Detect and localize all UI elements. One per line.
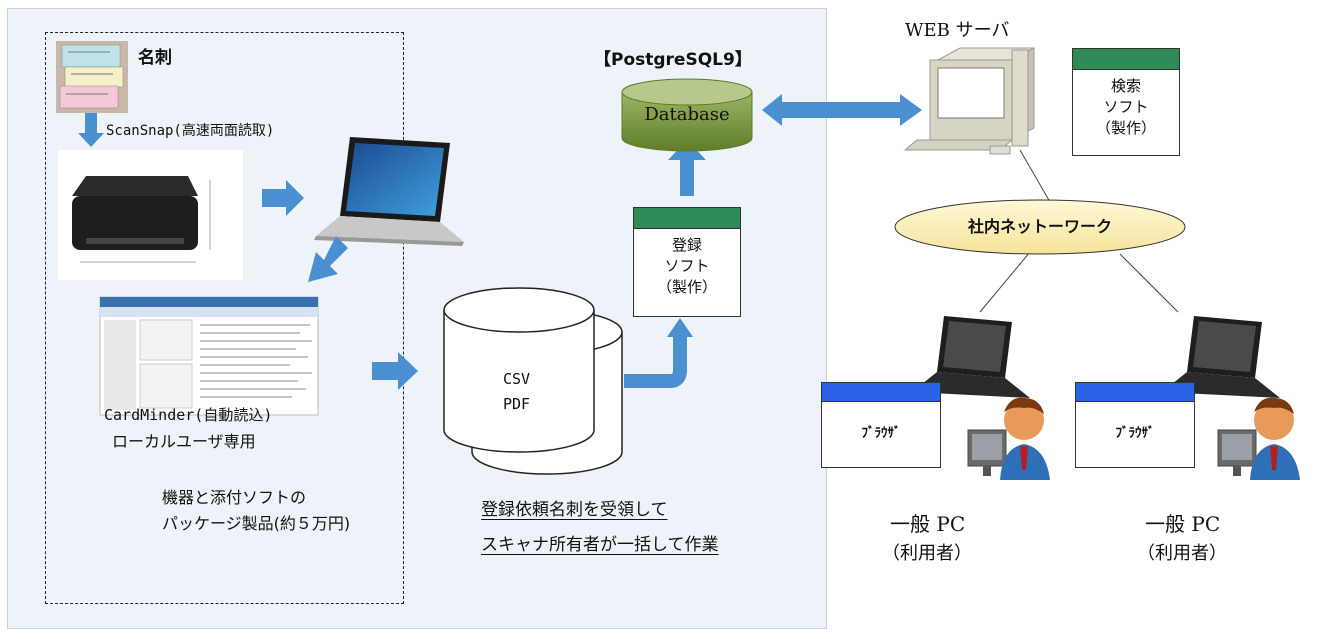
network-oval: [894, 199, 1186, 255]
work-note-line1: 登録依頼名刺を受領して: [481, 500, 668, 520]
browser-titlebar: [822, 383, 940, 402]
search-software-header: [1073, 49, 1179, 70]
search-soft-line2: ソフト: [1103, 98, 1149, 116]
package-line1: 機器と添付ソフトの: [162, 488, 307, 507]
arrow-storage-to-register: [624, 335, 687, 388]
arrow-card-to-scanner: [78, 113, 104, 147]
pc-right-title: 一般 PC: [1145, 512, 1221, 536]
scansnap-label: ScanSnap(高速両面読取): [106, 123, 275, 139]
browser-label: ﾌﾞﾗｳｻﾞ: [861, 426, 901, 441]
storage-pdf-label: PDF: [503, 395, 531, 413]
pc-right-role: （利用者）: [1137, 543, 1227, 564]
user-pc-right-icon: [1162, 316, 1300, 480]
arrow-to-storage: [372, 352, 418, 390]
work-note-line2: スキャナ所有者が一括して作業: [481, 535, 719, 555]
database-icon: [621, 78, 753, 152]
db-product-label: 【PostgreSQL9】: [594, 50, 752, 70]
arrow-register-to-db: [668, 140, 706, 196]
network-label: 社内ネットーワーク: [967, 217, 1112, 236]
pc-left-title: 一般 PC: [890, 512, 966, 536]
user-pc-left-icon: [912, 316, 1050, 480]
search-soft-line1: 検索: [1110, 77, 1141, 95]
package-product-boundary: [45, 32, 404, 604]
cardminder-screenshot: [99, 296, 319, 416]
arrow-scanner-to-laptop: [262, 180, 304, 216]
db-server-double-arrow: [762, 94, 922, 126]
laptop-icon: [314, 137, 464, 246]
network-lines: [979, 149, 1179, 313]
scanner-icon: [58, 150, 243, 280]
register-software-box: 登録 ソフト （製作）: [633, 207, 741, 317]
storage-cylinder-icon: [443, 287, 623, 475]
register-soft-line1: 登録: [671, 236, 702, 254]
business-card-icon: [56, 41, 128, 113]
storage-csv-label: CSV: [503, 370, 531, 388]
business-card-title: 名刺: [138, 48, 172, 68]
web-server-label: WEB サーバ: [905, 20, 1010, 41]
database-label: Database: [644, 104, 730, 125]
pc-left-role: （利用者）: [882, 543, 972, 564]
cardminder-label: CardMinder(自動読込): [104, 406, 273, 424]
package-line2: パッケージ製品(約５万円): [162, 514, 351, 533]
local-user-label: ローカルユーザ専用: [112, 432, 256, 451]
search-software-box: 検索 ソフト （製作）: [1072, 48, 1180, 156]
browser-titlebar: [1076, 383, 1194, 402]
browser-label: ﾌﾞﾗｳｻﾞ: [1115, 426, 1155, 441]
register-soft-line2: ソフト: [664, 257, 710, 275]
browser-window-left: ﾌﾞﾗｳｻﾞ: [821, 382, 941, 468]
search-soft-line3: （製作）: [1095, 119, 1156, 137]
browser-window-right: ﾌﾞﾗｳｻﾞ: [1075, 382, 1195, 468]
register-soft-line3: （製作）: [656, 278, 717, 296]
register-software-header: [634, 208, 740, 229]
web-server-icon: [903, 47, 1035, 155]
arrow-laptop-to-cardminder: [308, 236, 348, 282]
